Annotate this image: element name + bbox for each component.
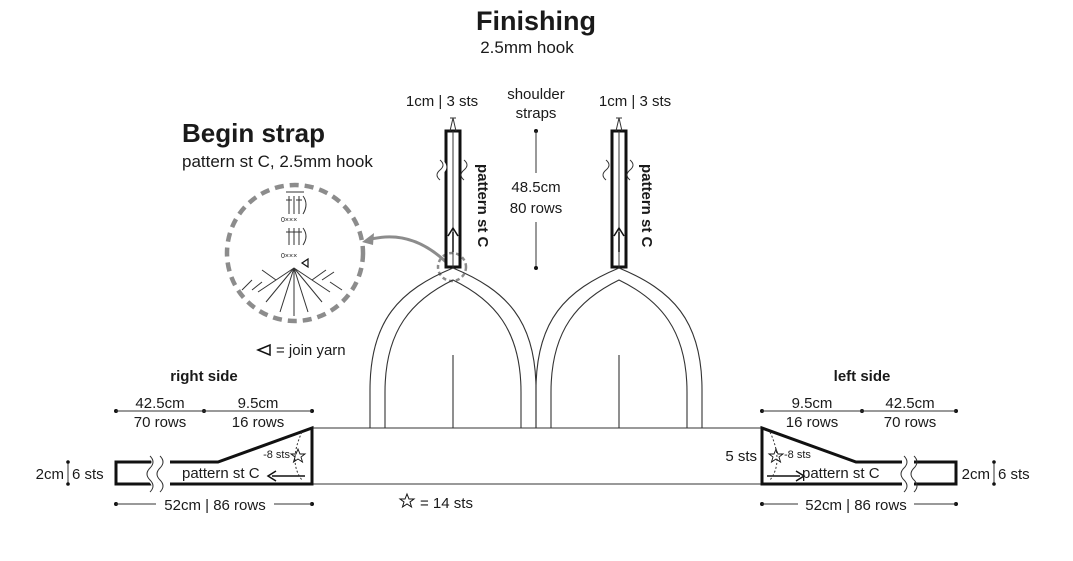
strap-width-left: 1cm | 3 sts <box>406 93 478 110</box>
star-legend-icon <box>398 492 416 509</box>
begin-strap-subtitle: pattern st C, 2.5mm hook <box>182 152 373 171</box>
left-seg2-cm: 42.5cm <box>885 395 934 412</box>
left-edge-sts: 5 sts <box>725 448 757 465</box>
join-yarn-legend: = join yarn <box>276 342 346 359</box>
star-icon <box>289 447 307 464</box>
stitch-chart-magnifier: 0××× 0××× <box>224 182 366 324</box>
strap-pattern-left: pattern st C <box>474 164 491 248</box>
right-seg2-rows: 16 rows <box>232 414 285 431</box>
left-total: 52cm | 86 rows <box>805 497 906 514</box>
left-seg1-cm: 9.5cm <box>792 395 833 412</box>
cups <box>369 267 703 428</box>
shoulder-strap-left <box>435 117 468 269</box>
join-yarn-marker-icon <box>300 257 309 269</box>
left-pattern: pattern st C <box>802 465 880 482</box>
hook-size: 2.5mm hook <box>480 38 574 57</box>
left-seg2-rows: 70 rows <box>884 414 937 431</box>
strap-length-cm: 48.5cm <box>511 179 560 196</box>
right-total: 52cm | 86 rows <box>164 497 265 514</box>
shoulder-strap-right <box>602 117 634 269</box>
strap-label-line2: straps <box>516 105 557 122</box>
right-side-title: right side <box>170 368 238 385</box>
star-legend: = 14 sts <box>420 495 473 512</box>
left-decrease: -8 sts <box>784 449 811 461</box>
right-seg1-rows: 70 rows <box>134 414 187 431</box>
callout-arrow <box>367 235 448 264</box>
direction-arrow-icon <box>447 226 459 237</box>
left-side-panel <box>760 425 958 495</box>
right-seg2-cm: 9.5cm <box>238 395 279 412</box>
direction-arrow-icon <box>266 470 277 482</box>
strap-width-right: 1cm | 3 sts <box>599 93 671 110</box>
begin-strap-title: Begin strap <box>182 118 325 148</box>
left-height-cm: 2cm <box>962 466 990 483</box>
strap-label-line1: shoulder <box>507 86 565 103</box>
title: Finishing <box>476 6 596 36</box>
stitch-row-marks: 0××× <box>281 217 297 224</box>
band <box>312 427 762 485</box>
stitch-symbols-icon <box>241 191 343 316</box>
left-seg1-rows: 16 rows <box>786 414 839 431</box>
right-seg1-cm: 42.5cm <box>135 395 184 412</box>
right-decrease: -8 sts <box>263 449 290 461</box>
direction-arrow-icon <box>795 470 806 482</box>
star-icon <box>767 447 785 464</box>
strap-length-rows: 80 rows <box>510 200 563 217</box>
right-height-cm: 2cm <box>36 466 64 483</box>
right-height-sts: 6 sts <box>72 466 104 483</box>
join-yarn-icon <box>256 343 271 357</box>
right-pattern: pattern st C <box>182 465 260 482</box>
left-side-title: left side <box>834 368 891 385</box>
callout-arrowhead-icon <box>362 233 374 245</box>
right-side-panel <box>114 425 314 495</box>
strap-pattern-right: pattern st C <box>638 164 655 248</box>
left-height-sts: 6 sts <box>998 466 1030 483</box>
direction-arrow-icon <box>613 226 625 237</box>
stitch-row-marks-2: 0××× <box>281 253 297 260</box>
